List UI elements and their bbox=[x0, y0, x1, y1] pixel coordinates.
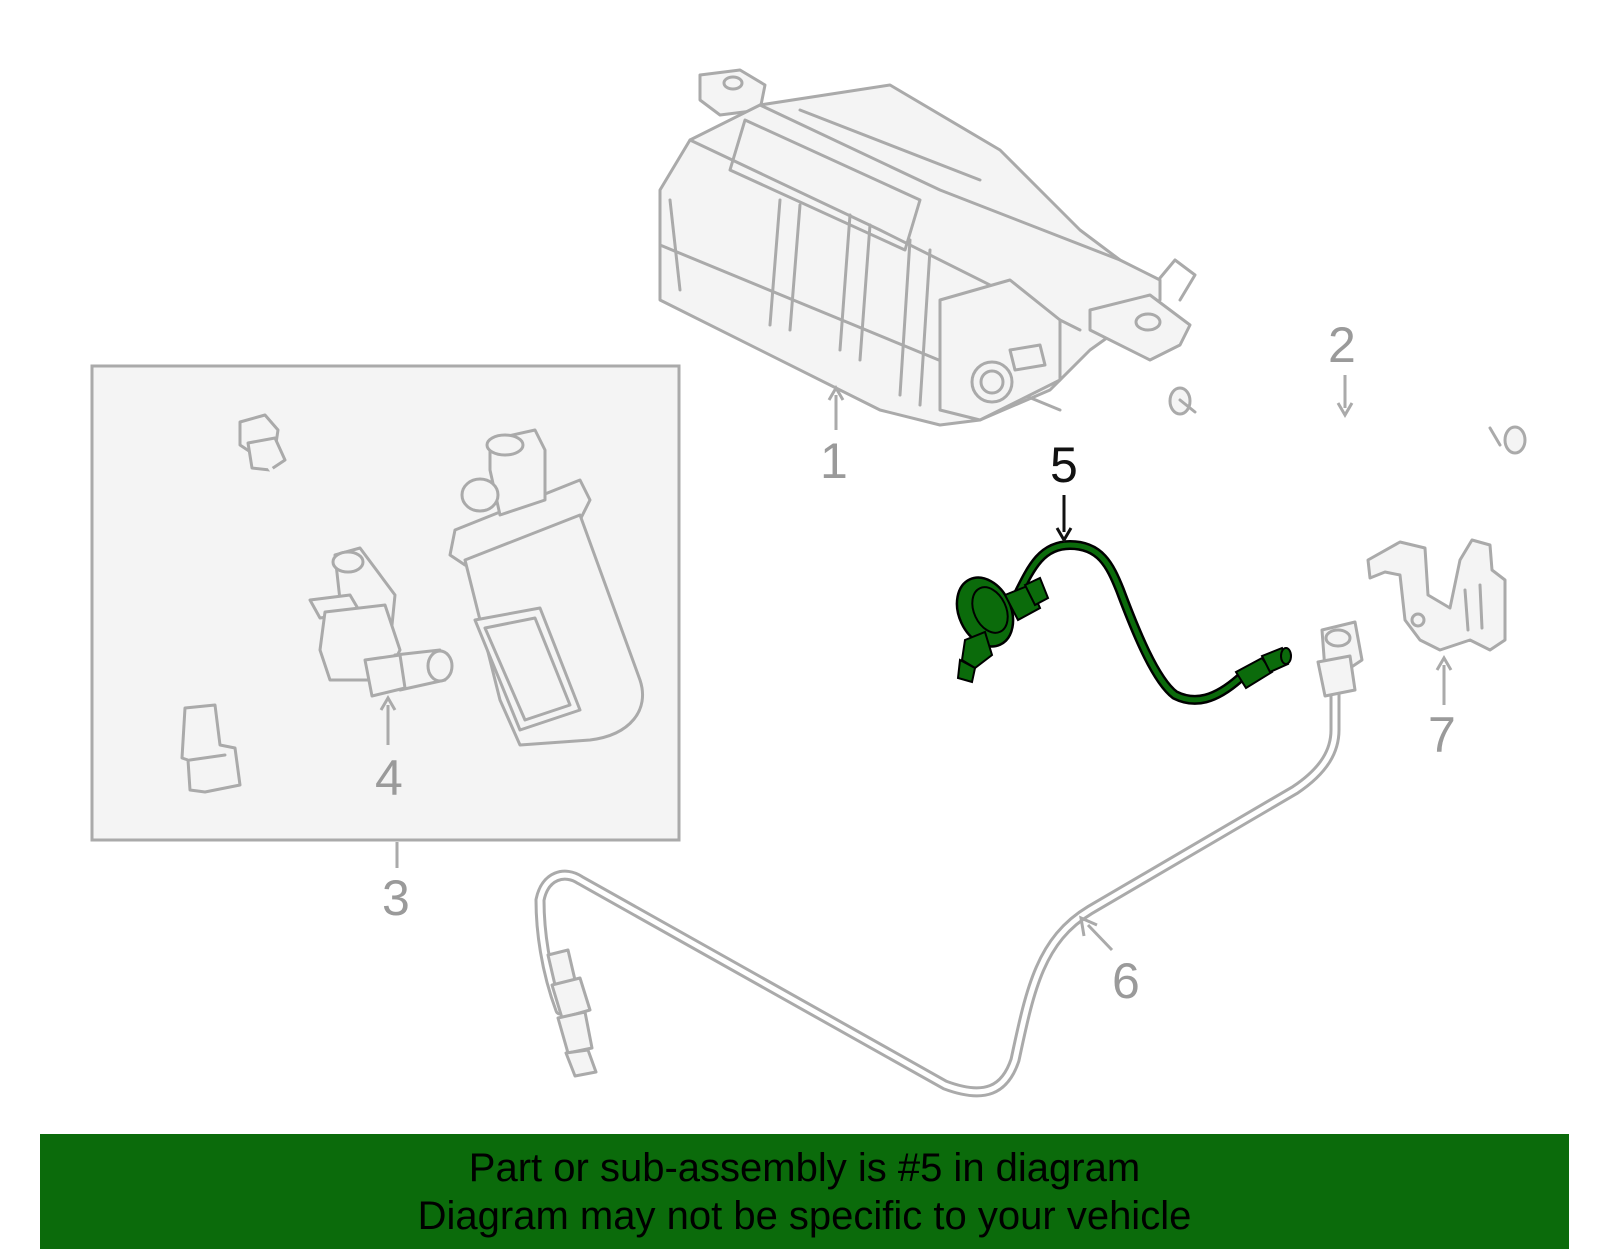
callout-7: 7 bbox=[1428, 707, 1456, 763]
harness-connector bbox=[162, 413, 287, 794]
part-4-solenoid[interactable] bbox=[308, 546, 454, 698]
leader-5-arrow bbox=[1055, 527, 1073, 543]
callout-3: 3 bbox=[382, 870, 410, 926]
part-2-hose[interactable] bbox=[1168, 386, 1527, 455]
leader-7-arrow bbox=[1435, 655, 1453, 671]
banner-line-2: Diagram may not be specific to your vehi… bbox=[417, 1194, 1192, 1238]
callout-2: 2 bbox=[1328, 317, 1356, 373]
filter-canister bbox=[448, 428, 645, 747]
leader-6 bbox=[1086, 923, 1114, 952]
leader-6-arrow bbox=[1079, 915, 1098, 937]
part-6-o2-sensor[interactable] bbox=[534, 620, 1364, 1098]
info-banner: Part or sub-assembly is #5 in diagram Di… bbox=[40, 1134, 1569, 1249]
callout-6: 6 bbox=[1112, 953, 1140, 1009]
part-1-canister[interactable] bbox=[658, 68, 1197, 427]
leader-4-arrow bbox=[379, 695, 397, 711]
leader-1-arrow bbox=[827, 385, 845, 401]
part-7-bracket[interactable] bbox=[1366, 538, 1507, 652]
callout-5: 5 bbox=[1050, 437, 1078, 493]
banner-line-1: Part or sub-assembly is #5 in diagram bbox=[468, 1146, 1141, 1190]
leader-2-arrow bbox=[1336, 402, 1354, 418]
callout-4: 4 bbox=[375, 750, 403, 806]
part-3-assembly-box[interactable] bbox=[90, 364, 681, 842]
part-5-o2-sensor-highlighted[interactable] bbox=[946, 540, 1292, 705]
callout-1: 1 bbox=[820, 433, 848, 489]
